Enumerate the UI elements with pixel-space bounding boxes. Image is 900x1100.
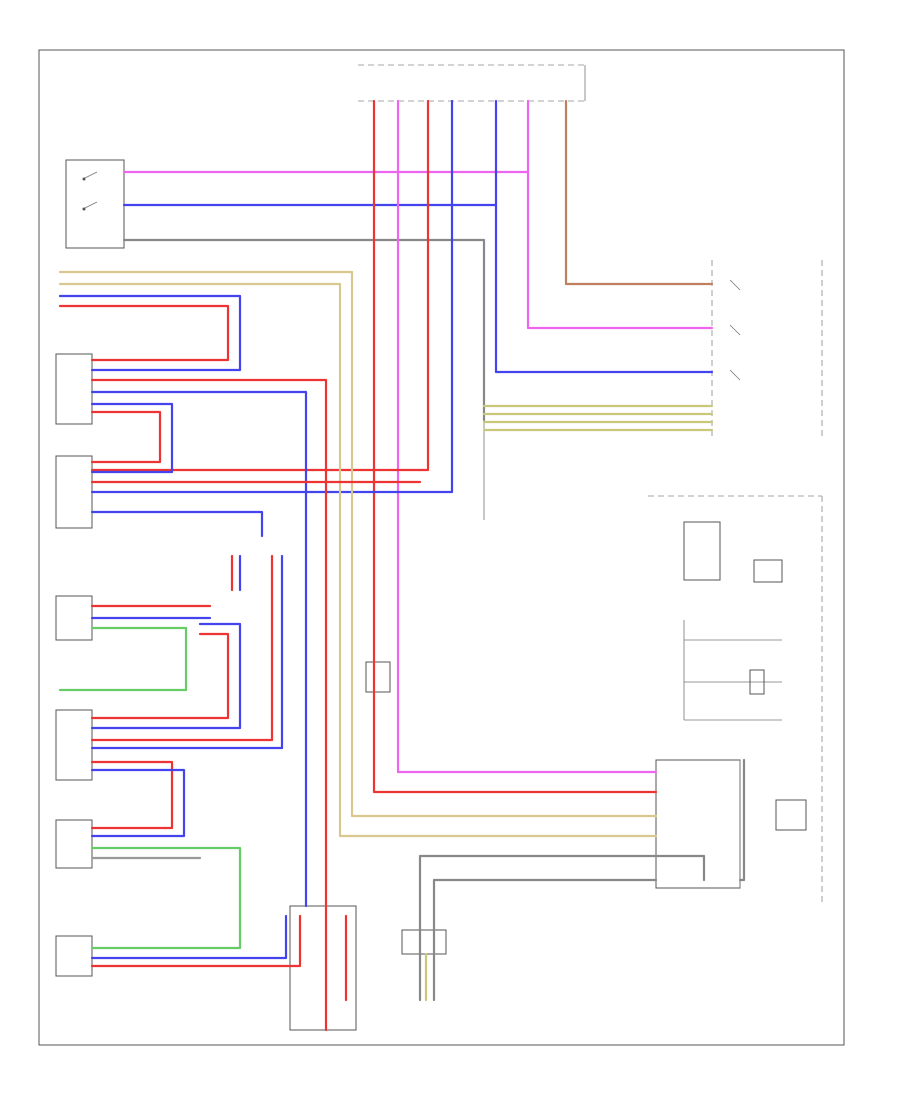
wire-black-right-1: [654, 854, 706, 882]
wire-blue-select: [494, 203, 714, 374]
center-connector: [365, 661, 391, 693]
right-lower-section: [648, 495, 823, 906]
wire-red-loop-1: [58, 304, 230, 362]
bottom-connector: [401, 929, 447, 955]
wire-black-right-2: [738, 758, 746, 882]
wire-blue-header-2: [90, 99, 454, 494]
wire-blue-conn2: [90, 510, 264, 538]
wire-pink-select: [526, 170, 714, 330]
wire-brown-select: [564, 99, 714, 286]
wire-blue-conn1: [90, 390, 308, 908]
wire-red-conn1: [90, 378, 328, 1032]
top-left-switch: [65, 159, 125, 249]
wire-red-sensor3: [90, 914, 302, 968]
wire-tan-1: [58, 270, 658, 818]
right-select-switch: [711, 260, 823, 440]
wire-black-gnd-right-2: [432, 878, 658, 1002]
wire-red-conn1-b: [90, 410, 162, 464]
diagram-frame: [38, 49, 845, 1046]
left-connector-3: [55, 709, 93, 781]
wire-red-conn3-a: [90, 632, 230, 720]
wire-green-sensor1: [58, 626, 188, 692]
wire-blue-top: [122, 99, 498, 207]
left-sensor-3: [55, 935, 93, 977]
wire-blue-loop-1: [58, 294, 242, 372]
wire-blue-conn3-a: [90, 622, 242, 730]
wire-green-sensor2: [90, 846, 242, 950]
wire-blue-conn1-b: [90, 402, 174, 474]
wire-red-long: [372, 99, 658, 794]
left-connector-1: [55, 353, 93, 425]
wire-pink-top: [122, 99, 530, 174]
wire-red-conn3-c: [90, 760, 174, 830]
wire-black-top: [122, 238, 486, 422]
wire-red-header-2: [90, 99, 430, 472]
wire-blue-conn3-c: [90, 768, 186, 838]
right-module: [655, 759, 741, 889]
left-connector-2: [55, 455, 93, 529]
wire-pink-long: [396, 99, 658, 774]
wire-black-gnd-right-1: [418, 854, 658, 1002]
wire-tan-2: [58, 282, 658, 838]
wire-blue-sensor3: [90, 914, 288, 960]
top-connector: [358, 64, 586, 102]
left-sensor-2: [55, 819, 93, 869]
left-sensor-1: [55, 595, 93, 641]
bottom-center-module: [289, 905, 357, 1031]
